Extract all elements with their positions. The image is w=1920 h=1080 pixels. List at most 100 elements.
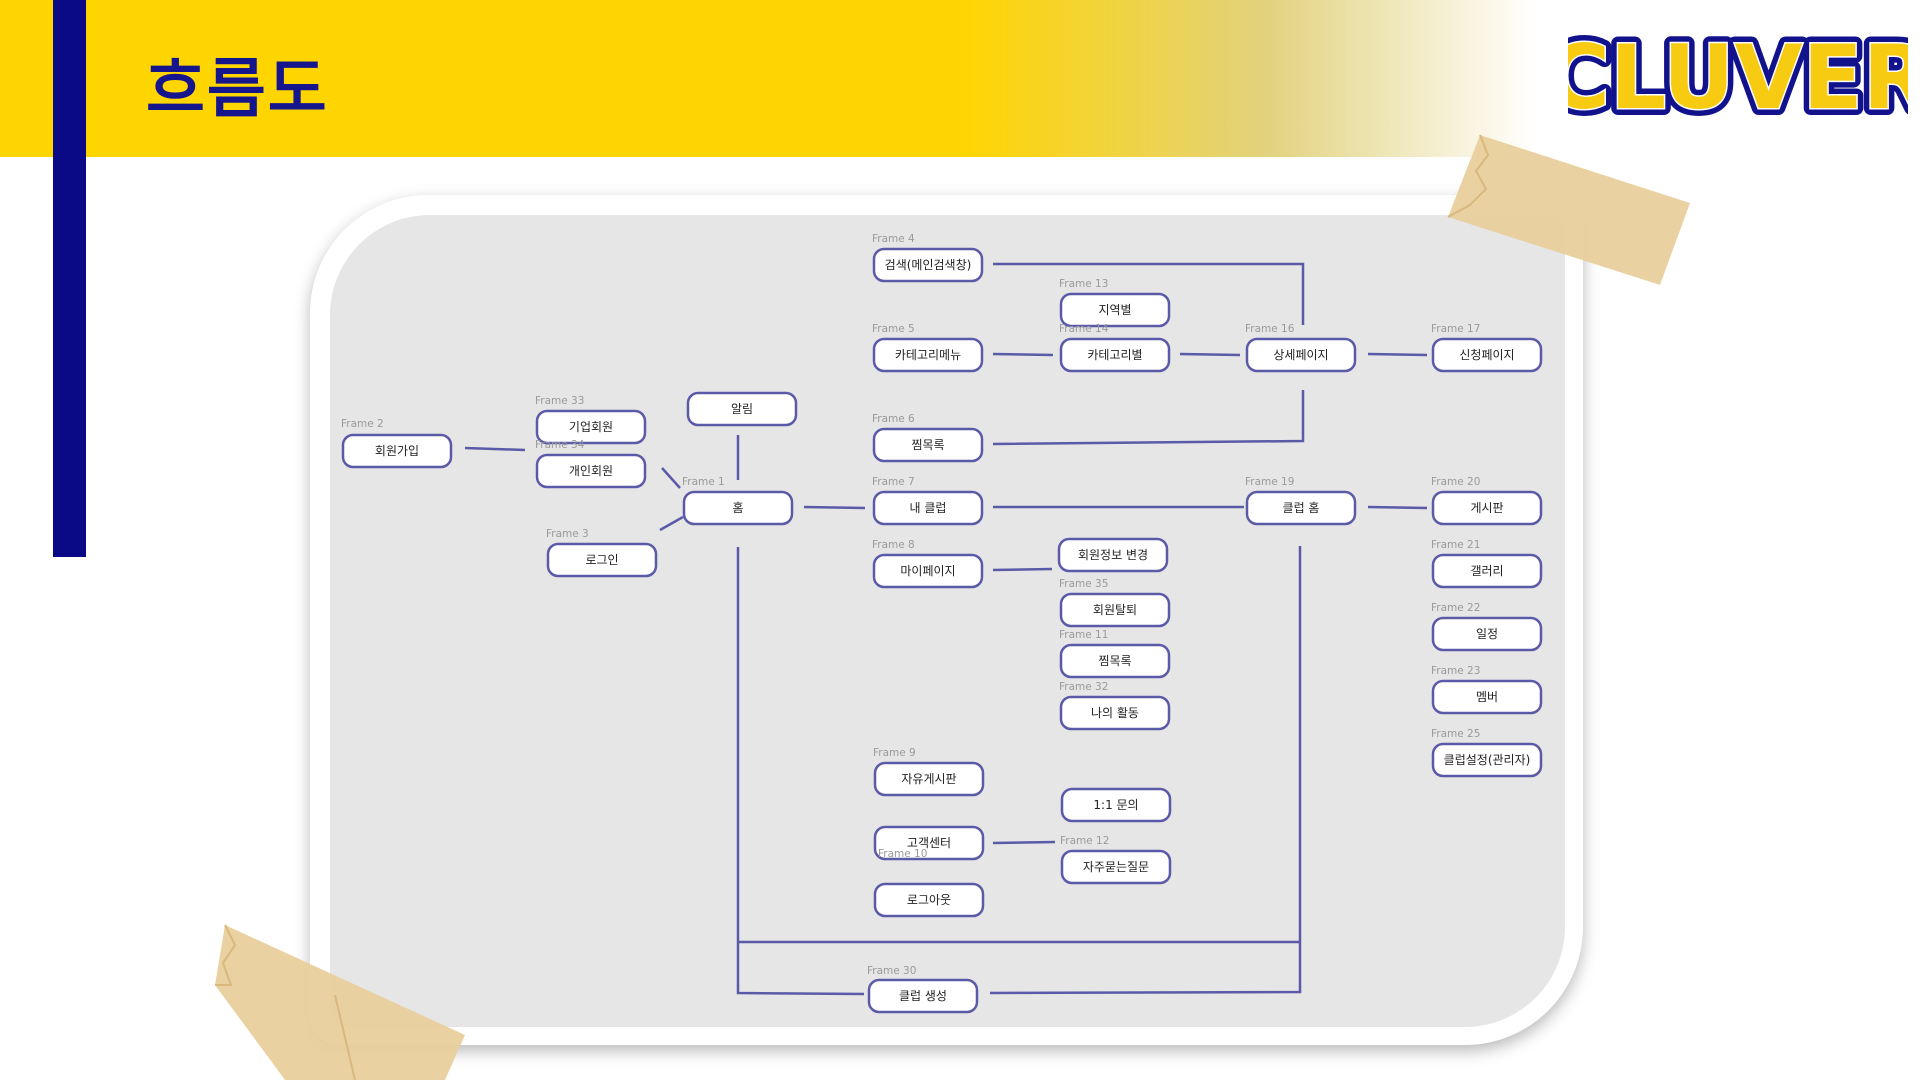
node-label: 나의 활동 [1091, 706, 1139, 720]
node-box [1431, 679, 1543, 715]
node-label: 클럽설정(관리자) [1444, 753, 1531, 767]
node-label: 멤버 [1476, 690, 1498, 704]
frame-label: Frame 25 [1431, 728, 1480, 740]
edge [803, 505, 866, 510]
frame-label: Frame 7 [872, 476, 915, 488]
frame-label: Frame 33 [535, 395, 584, 407]
node-label: 로그아웃 [907, 893, 951, 907]
node-box [872, 553, 984, 589]
node-label: 알림 [731, 402, 753, 416]
frame-label: Frame 16 [1245, 323, 1295, 335]
node-label: 회원정보 변경 [1078, 548, 1148, 562]
node-box [1059, 643, 1171, 679]
node-label: 찜목록 [1098, 654, 1131, 668]
tape-bottom-left [215, 924, 465, 1080]
node-box [341, 433, 453, 469]
node-label: 지역별 [1098, 303, 1131, 317]
edge [992, 390, 1305, 446]
edge [989, 546, 1302, 995]
edge [1367, 505, 1428, 510]
node-box [872, 490, 984, 526]
edge [661, 467, 681, 489]
node-box [873, 761, 985, 797]
node-box [873, 882, 985, 918]
node-box [1059, 292, 1171, 328]
tape-top-right [1447, 134, 1690, 285]
node-label: 클럽 생성 [899, 989, 947, 1003]
node-label: 내 클럽 [910, 501, 947, 515]
node-box [872, 247, 984, 283]
edge [993, 262, 1305, 325]
node-box [535, 409, 647, 445]
edge [464, 446, 526, 452]
frame-label: Frame 9 [873, 747, 916, 759]
node-label: 홈 [732, 501, 743, 515]
frame-label: Frame 3 [546, 528, 589, 540]
header-banner [0, 0, 1920, 157]
edge [659, 515, 684, 532]
frame-label: Frame 1 [682, 476, 725, 488]
node-label: 클럽 홈 [1283, 501, 1320, 515]
page-title: 흐름도 [146, 53, 329, 127]
frame-label: Frame 20 [1431, 476, 1480, 488]
node-label: 검색(메인검색창) [885, 258, 972, 272]
node-box [1431, 553, 1543, 589]
edge [992, 352, 1054, 357]
frame-label: Frame 22 [1431, 602, 1480, 614]
node-label: 카테고리메뉴 [895, 348, 961, 362]
brand-logo-fill: CLUVER [1568, 26, 1908, 129]
node-box [1057, 537, 1169, 573]
frame-label: Frame 19 [1245, 476, 1294, 488]
frame-label: Frame 5 [872, 323, 915, 335]
node-box [1060, 849, 1172, 885]
frame-label: Frame 32 [1059, 681, 1108, 693]
edge [992, 840, 1056, 845]
frame-label: Frame 6 [872, 413, 915, 425]
node-box [1431, 616, 1543, 652]
node-box [1245, 337, 1357, 373]
frame-label: Frame 4 [872, 233, 915, 245]
node-box [1431, 742, 1543, 778]
node-box [546, 542, 658, 578]
edge [1179, 352, 1241, 357]
edge [1367, 352, 1428, 357]
edges [464, 262, 1428, 996]
node-label: 일정 [1476, 627, 1498, 641]
frame-label: Frame 17 [1431, 323, 1480, 335]
frame-label: Frame 34 [535, 439, 585, 451]
frame-label: Frame 30 [867, 965, 916, 977]
brand-logo: CLUVER CLUVER [1568, 22, 1908, 132]
node-box [1060, 787, 1172, 823]
node-label: 자유게시판 [901, 772, 956, 786]
node-label: 갤러리 [1470, 564, 1503, 578]
node-box [1245, 490, 1357, 526]
node-label: 신청페이지 [1459, 348, 1514, 362]
node-box [873, 825, 985, 861]
accent-bar [53, 0, 86, 557]
node-label: 고객센터 [907, 836, 951, 850]
node-label: 로그인 [585, 553, 618, 567]
edge [992, 567, 1053, 572]
node-label: 상세페이지 [1273, 348, 1328, 362]
node-box [1431, 490, 1543, 526]
node-box [1431, 337, 1543, 373]
frame-label: Frame 12 [1060, 835, 1109, 847]
node-label: 1:1 문의 [1093, 798, 1138, 812]
node-label: 찜목록 [911, 438, 944, 452]
brand-logo-outline: CLUVER [1568, 26, 1908, 129]
frame-label: Frame 13 [1059, 278, 1108, 290]
node-label: 회원가입 [375, 444, 419, 458]
node-box [872, 427, 984, 463]
nodes: Frame 2 회원가입 Frame 33 기업회원 Frame 34 개인회원… [341, 233, 1543, 1014]
frame-label: Frame 21 [1431, 539, 1480, 551]
node-label: 기업회원 [569, 420, 613, 434]
edge [736, 547, 865, 996]
frame-label: Frame 8 [872, 539, 915, 551]
node-box [1059, 695, 1171, 731]
node-label: 게시판 [1470, 501, 1503, 515]
node-label: 카테고리별 [1087, 348, 1142, 362]
frame-label: Frame 23 [1431, 665, 1480, 677]
node-label: 마이페이지 [900, 564, 955, 578]
node-box [686, 391, 798, 427]
